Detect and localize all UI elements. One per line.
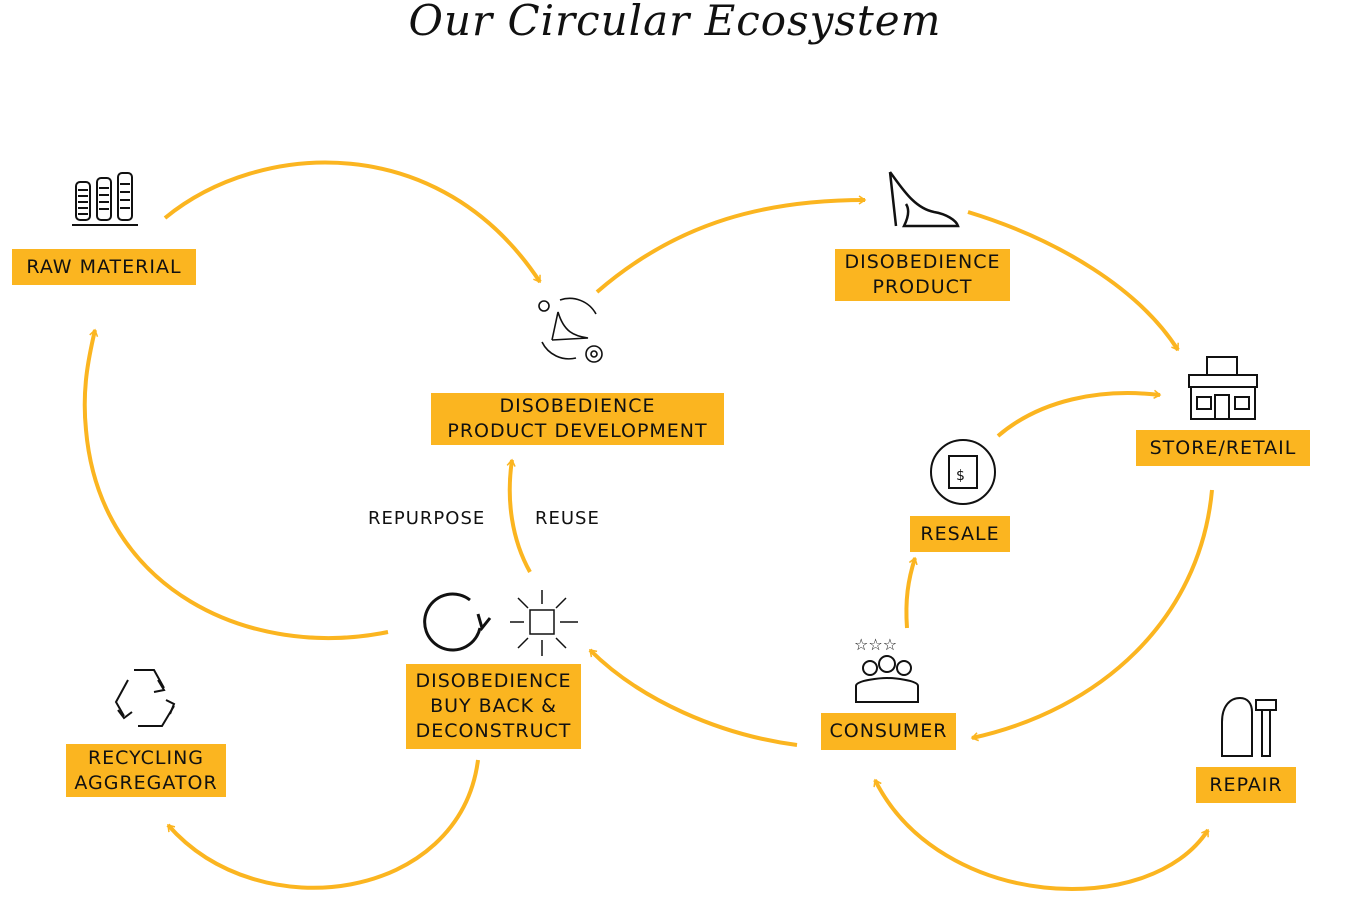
node-label: AGGREGATOR [74,771,218,794]
node-label: PRODUCT DEVELOPMENT [447,420,708,442]
node-label: STORE/RETAIL [1149,436,1297,459]
high-heel-icon [888,171,960,228]
arrow-product-to-store [967,210,1180,352]
node-label: RAW MATERIAL [26,255,182,278]
node-label: DISOBEDIENCE [499,395,656,417]
arrow-store-to-consumer [970,489,1214,742]
node-consumer: CONSUMER [821,713,956,750]
node-label: RESALE [920,522,1000,545]
node-label: REPAIR [1209,773,1283,796]
resale-icon: $ [930,439,996,505]
arrow-consumer-repair [873,778,1210,891]
node-product-development: DISOBEDIENCE PRODUCT DEVELOPMENT [431,393,724,445]
node-raw-material: RAW MATERIAL [12,249,196,285]
store-icon [1188,356,1258,420]
node-resale: RESALE [910,516,1010,552]
node-label: DECONSTRUCT [415,720,572,742]
node-label: DISOBEDIENCE [844,251,1001,273]
arrow-consumer-to-buyback [588,648,798,747]
svg-text:$: $ [956,468,965,484]
node-label: PRODUCT [872,276,973,298]
consumer-rating-icon: ☆☆☆ [854,635,919,703]
arrow-consumer-to-resale [904,556,918,629]
deconstruct-box-icon [510,590,578,656]
svg-text:☆☆☆: ☆☆☆ [854,635,897,654]
node-label: CONSUMER [829,720,948,742]
node-label: DISOBEDIENCE [415,670,572,692]
diagram-title: Our Circular Ecosystem [408,0,942,45]
node-label: RECYCLING [87,746,205,769]
arrow-buyback-to-development [506,458,532,573]
refresh-icon [423,592,482,652]
arrow-resale-to-store [996,389,1162,438]
node-repair: REPAIR [1196,767,1296,803]
repair-tools-icon [1221,696,1277,757]
edge-label-repurpose: REPURPOSE [368,508,486,529]
edge-label-reuse: REUSE [535,508,600,529]
arrow-development-to-product [595,195,867,294]
product-development-icon [538,297,603,363]
arrow-raw-to-development [163,160,542,284]
node-buy-back-deconstruct: DISOBEDIENCE BUY BACK & DECONSTRUCT [406,664,581,749]
node-label: BUY BACK & [430,695,557,717]
node-store-retail: STORE/RETAIL [1136,430,1310,466]
spools-icon [72,172,138,226]
recycling-icon [114,669,176,727]
node-product: DISOBEDIENCE PRODUCT [835,249,1010,301]
arrow-buyback-to-recycling [166,759,480,890]
buyback-icons [423,590,578,656]
arrow-buyback-to-raw [82,328,389,641]
